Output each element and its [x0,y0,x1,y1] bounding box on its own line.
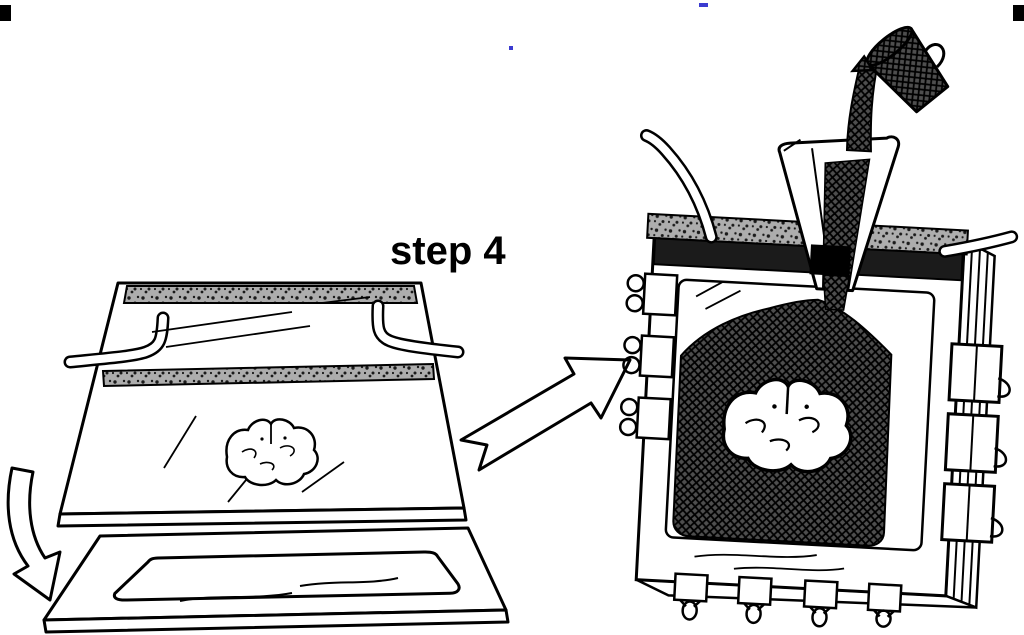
binder-clip [618,396,673,441]
binder-clips-bottom [672,572,903,628]
gasket-frame [112,550,461,602]
bar-junction-block [809,244,851,277]
binder-clip [947,342,1011,404]
curved-down-arrow-icon [6,466,62,602]
lower-plate [42,526,510,634]
bent-tube-left [63,311,170,369]
scan-artifact-blue [699,3,708,7]
glass-reflection-line [299,577,399,587]
binder-clip [672,572,709,621]
upper-plate [56,281,468,528]
spacer-bar-middle [101,362,436,388]
scan-corner-mark-right [1013,5,1024,21]
binder-clip [622,334,676,379]
spacer-bar-top [122,285,419,304]
binder-clip [866,582,903,628]
cup-handle [924,43,946,69]
binder-clip [943,412,1008,474]
pour-stream [845,56,881,153]
binder-clips-right [940,342,1011,544]
brain-slice-left [225,418,319,487]
binder-clips-left [618,272,679,441]
glass-reflection-lines [694,280,845,572]
pouring-funnel [777,135,901,311]
cup-spout [850,54,875,73]
spout-stream [822,274,851,311]
step-label: step 4 [390,229,506,273]
scan-corner-mark-left [0,5,11,21]
left-plate-assembly [6,281,510,634]
scan-artifact-blue-small [509,46,513,50]
glass-reflection-lines [151,296,371,503]
glass-reflection-line [179,592,293,602]
binder-clip [625,272,679,317]
clamped-mold-assembly [618,25,1019,628]
bent-tube-right [371,299,465,359]
pouring-cup [850,25,950,114]
binder-clip [802,579,839,628]
binder-clip [736,575,773,625]
block-arrow-right-icon [459,356,632,472]
outlet-tube-right [938,230,1019,258]
binder-clip [940,482,1004,544]
outlet-tube-left [639,129,718,244]
